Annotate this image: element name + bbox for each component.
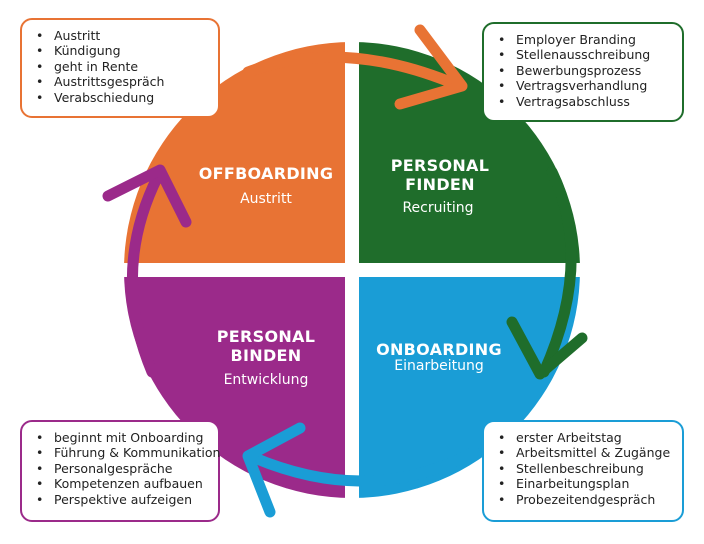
personal-finden-info-box: Employer Branding Stellenausschreibung B… [482,22,684,122]
offboarding-info-box: Austritt Kündigung geht in Rente Austrit… [20,18,220,118]
list-item: Personalgespräche [36,461,208,476]
list-item: Kompetenzen aufbauen [36,476,208,491]
list-item: Einarbeitungsplan [498,476,672,491]
onboarding-info-box: erster Arbeitstag Arbeitsmittel & Zugäng… [482,420,684,522]
binden-info-box: beginnt mit Onboarding Führung & Kommuni… [20,420,220,522]
arrow-orange [242,51,456,88]
arrow-orange-head [394,24,468,110]
offboarding-title: OFFBOARDING [198,164,334,183]
personal-binden-subtitle: Entwicklung [223,372,309,388]
offboarding-list: Austritt Kündigung geht in Rente Austrit… [36,28,208,105]
list-item: Stellenbeschreibung [498,461,672,476]
list-item: Perspektive aufzeigen [36,492,208,507]
personal-finden-title: PERSONAL FINDEN [370,156,510,194]
list-item: Austrittsgespräch [36,74,208,89]
list-item: Probezeitendgespräch [498,492,672,507]
arrow-purple [126,170,164,378]
arrow-purple-head [102,164,192,228]
list-item: Stellenausschreibung [498,47,672,62]
quadrant-onboarding [352,270,580,498]
list-item: Austritt [36,28,208,43]
personal-binden-title-line2: BINDEN [230,346,302,365]
list-item: Vertragsabschluss [498,94,672,109]
personal-binden-list: beginnt mit Onboarding Führung & Kommuni… [36,430,220,507]
cross-horizontal-divider [118,263,586,277]
arrow-blue [244,446,480,487]
offboarding-subtitle: Austritt [240,191,292,207]
list-item: Employer Branding [498,32,672,47]
onboarding-title: ONBOARDING [376,340,502,359]
list-item: Vertragsverhandlung [498,78,672,93]
list-item: Bewerbungsprozess [498,63,672,78]
personal-finden-title-line1: PERSONAL [390,156,490,175]
list-item: Führung & Kommunikation [36,445,220,460]
list-item: Arbeitsmittel & Zugänge [498,445,672,460]
list-item: geht in Rente [36,59,208,74]
personal-finden-list: Employer Branding Stellenausschreibung B… [498,32,672,109]
list-item: erster Arbeitstag [498,430,672,445]
personal-finden-subtitle: Recruiting [402,200,474,216]
quadrant-personal-binden [124,270,352,498]
personal-binden-title: PERSONAL BINDEN [196,327,336,365]
list-item: Kündigung [36,43,208,58]
arrow-blue-head [242,422,306,518]
personal-finden-title-line2: FINDEN [405,175,475,194]
arrow-green [538,166,577,378]
personal-binden-title-line1: PERSONAL [216,327,316,346]
onboarding-subtitle: Einarbeitung [394,358,484,374]
arrow-green-head [506,316,588,380]
onboarding-list: erster Arbeitstag Arbeitsmittel & Zugäng… [498,430,672,507]
list-item: beginnt mit Onboarding [36,430,208,445]
list-item: Verabschiedung [36,90,208,105]
